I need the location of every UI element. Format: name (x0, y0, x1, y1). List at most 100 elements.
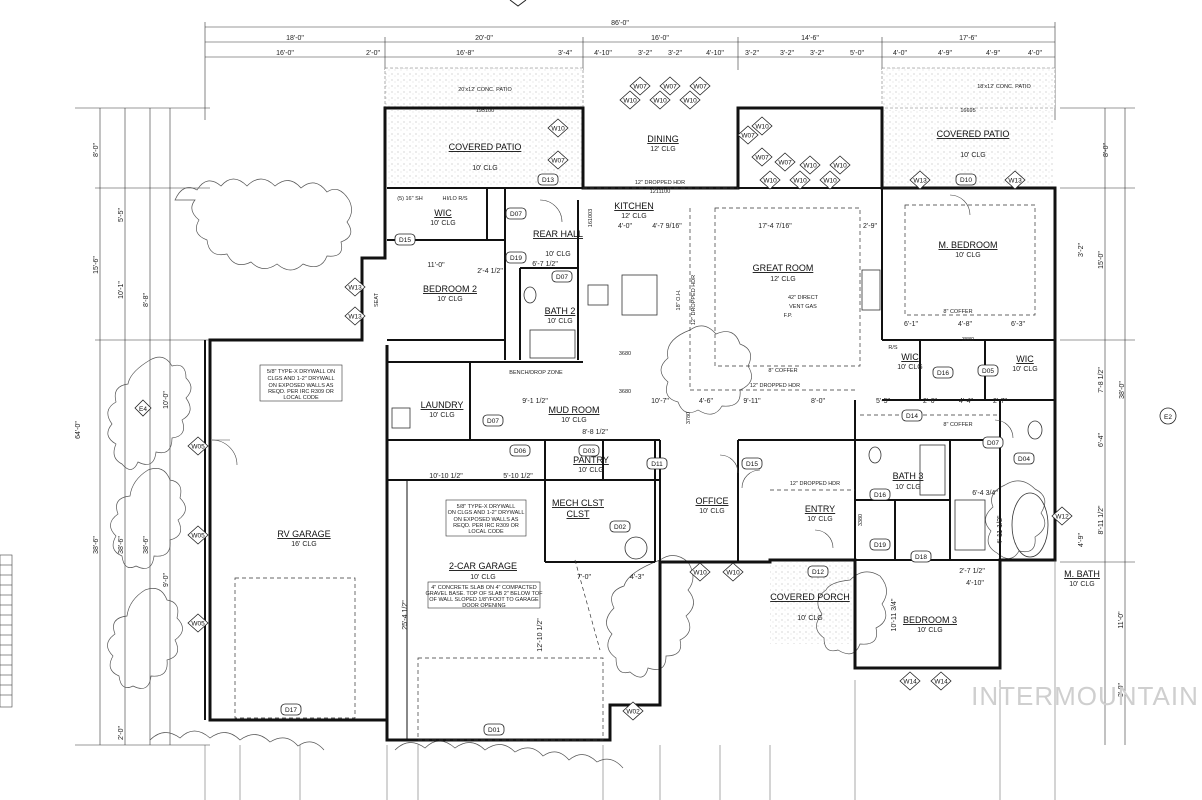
door-tag: D11 (646, 457, 668, 470)
door-tag-label: D04 (1018, 456, 1030, 463)
area-number-6: 3680 (619, 389, 631, 395)
room-bath-2-ceiling: 10' CLG (547, 318, 572, 325)
room-wic-1-ceiling: 10' CLG (430, 220, 455, 227)
window-tag: W13 (1004, 170, 1026, 190)
laundry-washer (391, 407, 411, 429)
room-pantry-ceiling: 10' CLG (578, 467, 603, 474)
bath3-toilet (868, 446, 882, 464)
room-laundry: LAUNDRY (421, 400, 464, 410)
door-tag-label: D10 (960, 177, 972, 184)
room-kitchen-ceiling: 12' CLG (621, 213, 646, 220)
room-great-room: GREAT ROOM (753, 263, 814, 273)
window-tag: W07 (737, 125, 759, 145)
window-tag: W05 (187, 436, 209, 456)
top-sub-dim-1: 16'-0" (276, 50, 294, 57)
right-overall-dimension: 38'-0" (1119, 381, 1126, 399)
area-number-2: 16695 (960, 108, 975, 114)
right-dim-5: 8'-11 1/2" (1098, 505, 1105, 535)
door-tag: D19 (869, 538, 891, 551)
top-sub-dim-15: 4'-9" (986, 50, 1000, 57)
note-fireplace-3: F.P. (784, 313, 793, 319)
top-sub-dim-9: 3'-2" (745, 50, 759, 57)
note-coffer-master: 8" COFFER (943, 309, 972, 315)
top-sub-dim-12: 5'-0" (850, 50, 864, 57)
right-dim-6: 11'-0" (1118, 611, 1125, 629)
top-sub-dim-7: 3'-2" (668, 50, 682, 57)
left-dim-1: 8'-0" (93, 143, 100, 157)
slab-note-line-3: OF WALL SLOPED 1/8"/FOOT TO GARAGE (429, 597, 539, 603)
int-dim-5: 4'-7 9/16" (652, 223, 682, 230)
door-tag-label: D18 (915, 554, 927, 561)
plan-notes: 20'x12' CONC. PATIO 18'x12' CONC. PATIO … (374, 84, 1031, 487)
area-number-9: 3380 (858, 514, 864, 526)
drywall-note-garage: 5/8" TYPE-X DRYWALL ON CLGS AND 1-2" DRY… (445, 499, 527, 537)
room-master-bedroom-ceiling: 10' CLG (955, 252, 980, 259)
left-garage-depth-2: 38'-6" (118, 536, 125, 554)
room-master-bedroom: M. BEDROOM (938, 240, 997, 250)
note-bench-drop: BENCH/DROP ZONE (509, 370, 563, 376)
left-dim-4: 8'-8" (143, 293, 150, 307)
room-laundry-ceiling: 10' CLG (429, 412, 454, 419)
room-mud-room-ceiling: 10' CLG (561, 417, 586, 424)
room-pantry: PANTRY (573, 455, 609, 465)
slab-note: 4" CONCRETE SLAB ON 4" COMPACTED GRAVEL … (426, 581, 543, 609)
room-2-car-garage-ceiling: 10' CLG (470, 574, 495, 581)
window-tag: W10 (751, 116, 773, 136)
door-tag-label: D14 (906, 413, 918, 420)
door-tag: D16 (932, 366, 954, 379)
int-dim-11: 9'-1 1/2" (522, 398, 548, 405)
door-tag-label: D12 (812, 569, 824, 576)
top-sub-dim-8: 4'-10" (706, 50, 724, 57)
drywall-note-rv: 5/8" TYPE-X DRYWALL ON CLGS AND 1-2" DRY… (259, 364, 343, 402)
window-tag: W10 (619, 90, 641, 110)
window-tag-label: W13 (1008, 178, 1022, 185)
window-tag-label: W10 (726, 570, 740, 577)
room-dining: DINING (647, 134, 679, 144)
room-bath-2: BATH 2 (545, 306, 576, 316)
drywall-rv-line-3: ON EXPOSED WALLS AS (269, 383, 334, 389)
note-conc-patio-left: 20'x12' CONC. PATIO (458, 87, 512, 93)
window-tag: W07 (751, 147, 773, 167)
door-tag-label: D03 (583, 448, 595, 455)
shower (954, 499, 986, 551)
window-tag-label: W10 (683, 98, 697, 105)
door-tag-label: D15 (399, 237, 411, 244)
door-tag-label: D19 (510, 255, 522, 262)
room-office: OFFICE (696, 496, 729, 506)
right-dim-4: 6'-4" (1098, 433, 1105, 447)
window-tag-label: W07 (633, 84, 647, 91)
window-tag: W10 (819, 170, 841, 190)
left-garage-depth-1: 38'-6" (93, 536, 100, 554)
note-dropped-hdr-great: 12" DROPPED HDR (750, 383, 800, 389)
left-garage-depth-3: 38'-6" (143, 536, 150, 554)
north-arrow-mark (509, 0, 527, 7)
top-sub-dim-4: 3'-4" (558, 50, 572, 57)
note-coffer-great: 8" COFFER (768, 368, 797, 374)
window-tag-label: W14 (903, 679, 917, 686)
top-sub-dim-14: 4'-9" (938, 50, 952, 57)
drywall-garage-line-1: 5/8" TYPE-X DRYWALL (457, 504, 516, 510)
concrete-patio-left (384, 67, 584, 109)
left-dim-6: 9'-0" (163, 573, 170, 587)
window-tag-label: W10 (623, 98, 637, 105)
window-tag-label: W07 (741, 133, 755, 140)
window-tag: W14 (899, 671, 921, 691)
watermark: INTERMOUNTAIN (971, 681, 1199, 711)
door-tag-label: D05 (982, 368, 994, 375)
room-dining-ceiling: 12' CLG (650, 146, 675, 153)
door-tag-label: D06 (514, 448, 526, 455)
window-tag-label: W05 (191, 533, 205, 540)
note-hilo-rs: HI/LO R/S (442, 196, 467, 202)
window-tag-label: W10 (755, 124, 769, 131)
room-covered-porch: COVERED PORCH (770, 592, 850, 602)
left-dim-7: 10'-0" (163, 391, 170, 409)
master-tub (1011, 492, 1049, 558)
int-dim-10: 6'-3" (1011, 321, 1025, 328)
int-dim-4: 4'-0" (618, 223, 632, 230)
int-dim-27: 6'-4 3/4" (972, 490, 998, 497)
area-number-7: 3880 (962, 337, 974, 343)
area-number-1: 195100 (476, 108, 494, 114)
right-dim-3: 7'-8 1/2" (1098, 367, 1105, 393)
